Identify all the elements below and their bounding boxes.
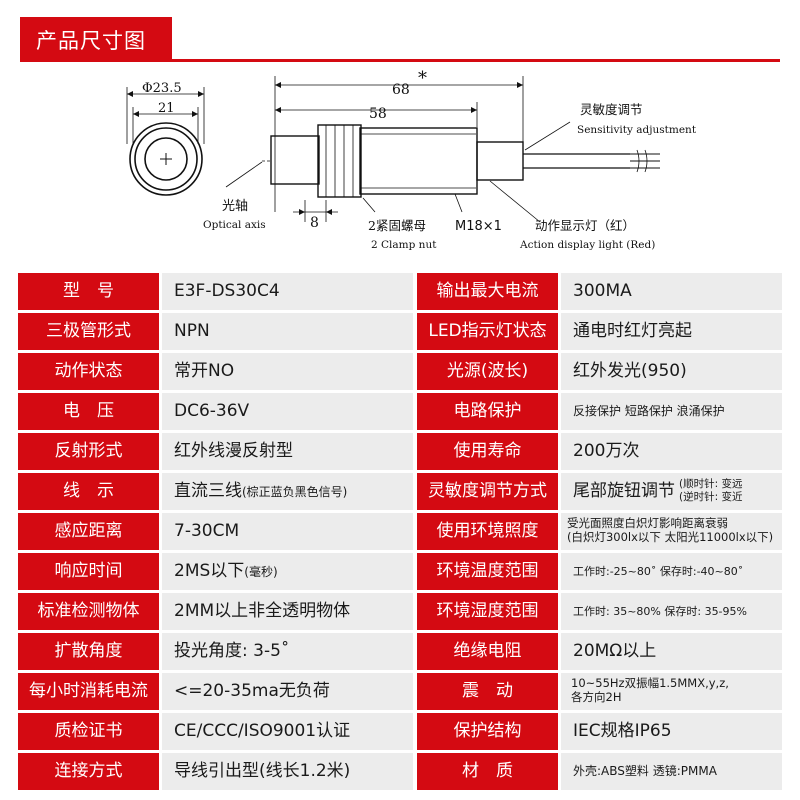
- optical-axis-en: Optical axis: [203, 219, 266, 231]
- spec-label: 环境温度范围: [417, 553, 558, 590]
- dim-phi-label: Φ23.5: [142, 81, 182, 96]
- dim-8-label: 8: [310, 215, 319, 231]
- spec-label: 三极管形式: [18, 313, 159, 350]
- dim-68-star: *: [418, 68, 427, 89]
- spec-label: LED指示灯状态: [417, 313, 558, 350]
- spec-label: 每小时消耗电流: [18, 673, 159, 710]
- clamp-nut-cn: 2紧固螺母: [368, 218, 426, 233]
- spec-row: 动作状态 常开NO 光源(波长) 红外发光(950): [18, 353, 782, 390]
- spec-label: 动作状态: [18, 353, 159, 390]
- spec-value: 300MA: [561, 273, 782, 310]
- spec-row: 电 压 DC6-36V 电路保护 反接保护 短路保护 浪涌保护: [18, 393, 782, 430]
- spec-label: 使用环境照度: [417, 513, 558, 550]
- dimension-diagram: Φ23.5 21 68: [0, 62, 800, 262]
- spec-row: 扩散角度 投光角度: 3-5˚ 绝缘电阻 20MΩ以上: [18, 633, 782, 670]
- spec-label: 电 压: [18, 393, 159, 430]
- spec-label: 使用寿命: [417, 433, 558, 470]
- spec-row: 连接方式 导线引出型(线长1.2米) 材 质 外壳:ABS塑料 透镜:PMMA: [18, 753, 782, 790]
- spec-value: <=20-35ma无负荷: [162, 673, 413, 710]
- spec-value-main: 直流三线: [174, 481, 242, 501]
- title-underline: [20, 59, 780, 62]
- spec-row: 型 号 E3F-DS30C4 输出最大电流 300MA: [18, 273, 782, 310]
- spec-label: 输出最大电流: [417, 273, 558, 310]
- spec-value-line: 各方向2H: [571, 690, 622, 704]
- spec-label: 型 号: [18, 273, 159, 310]
- spec-note-line: (顺时针: 变远: [679, 478, 743, 490]
- spec-value: IEC规格IP65: [561, 713, 782, 750]
- spec-label: 灵敏度调节方式: [417, 473, 558, 510]
- spec-label: 线 示: [18, 473, 159, 510]
- spec-label: 材 质: [417, 753, 558, 790]
- thread-label: M18×1: [455, 219, 502, 234]
- spec-row: 每小时消耗电流 <=20-35ma无负荷 震 动 10~55Hz双振幅1.5MM…: [18, 673, 782, 710]
- spec-value-note: (毫秒): [244, 565, 278, 579]
- spec-value-line: 10~55Hz双振幅1.5MMX,y,z,: [571, 676, 729, 690]
- spec-value: 20MΩ以上: [561, 633, 782, 670]
- spec-value: 尾部旋钮调节(顺时针: 变远(逆时针: 变近: [561, 473, 782, 510]
- spec-row: 标准检测物体 2MM以上非全透明物体 环境湿度范围 工作时: 35~80% 保存…: [18, 593, 782, 630]
- spec-value: 10~55Hz双振幅1.5MMX,y,z, 各方向2H: [561, 673, 782, 710]
- spec-label: 环境湿度范围: [417, 593, 558, 630]
- spec-row: 质检证书 CE/CCC/ISO9001认证 保护结构 IEC规格IP65: [18, 713, 782, 750]
- spec-value: 导线引出型(线长1.2米): [162, 753, 413, 790]
- front-view: [126, 87, 205, 196]
- spec-value: 常开NO: [162, 353, 413, 390]
- spec-label: 震 动: [417, 673, 558, 710]
- spec-value: 反接保护 短路保护 浪涌保护: [561, 393, 782, 430]
- spec-label: 扩散角度: [18, 633, 159, 670]
- dim-68-label: 68: [392, 82, 410, 98]
- action-light-cn: 动作显示灯（红）: [535, 218, 635, 233]
- sensitivity-cn: 灵敏度调节: [580, 102, 643, 117]
- spec-value-note: (顺时针: 变远(逆时针: 变近: [679, 478, 742, 504]
- spec-row: 感应距离 7-30CM 使用环境照度 受光面照度白炽灯影响距离衰弱 (白炽灯30…: [18, 513, 782, 550]
- spec-label: 保护结构: [417, 713, 558, 750]
- spec-label: 电路保护: [417, 393, 558, 430]
- spec-value: E3F-DS30C4: [162, 273, 413, 310]
- spec-value: 投光角度: 3-5˚: [162, 633, 413, 670]
- spec-label: 绝缘电阻: [417, 633, 558, 670]
- spec-value: DC6-36V: [162, 393, 413, 430]
- section-title-bar: 产品尺寸图: [20, 17, 172, 61]
- clamp-nut-en: 2 Clamp nut: [371, 239, 437, 251]
- spec-note-line: (逆时针: 变近: [679, 491, 743, 503]
- spec-value: CE/CCC/ISO9001认证: [162, 713, 413, 750]
- spec-value: 2MS以下(毫秒): [162, 553, 413, 590]
- spec-value-main: 尾部旋钮调节: [573, 481, 675, 501]
- spec-label: 标准检测物体: [18, 593, 159, 630]
- spec-row: 响应时间 2MS以下(毫秒) 环境温度范围 工作时:-25~80˚ 保存时:-4…: [18, 553, 782, 590]
- spec-row: 线 示 直流三线(棕正蓝负黑色信号) 灵敏度调节方式 尾部旋钮调节(顺时针: 变…: [18, 473, 782, 510]
- spec-value: 红外线漫反射型: [162, 433, 413, 470]
- action-light-en: Action display light (Red): [519, 239, 655, 251]
- spec-label: 反射形式: [18, 433, 159, 470]
- spec-value: 通电时红灯亮起: [561, 313, 782, 350]
- spec-label: 连接方式: [18, 753, 159, 790]
- spec-value: 外壳:ABS塑料 透镜:PMMA: [561, 753, 782, 790]
- spec-value-line: 受光面照度白炽灯影响距离衰弱: [567, 516, 728, 530]
- spec-label: 质检证书: [18, 713, 159, 750]
- sensitivity-en: Sensitivity adjustment: [577, 124, 697, 136]
- side-view: [225, 76, 660, 223]
- spec-label: 光源(波长): [417, 353, 558, 390]
- spec-value-note: (棕正蓝负黑色信号): [242, 485, 348, 499]
- spec-value: 直流三线(棕正蓝负黑色信号): [162, 473, 413, 510]
- spec-row: 三极管形式 NPN LED指示灯状态 通电时红灯亮起: [18, 313, 782, 350]
- spec-value: 工作时: 35~80% 保存时: 35-95%: [561, 593, 782, 630]
- spec-value: 200万次: [561, 433, 782, 470]
- spec-value: 红外发光(950): [561, 353, 782, 390]
- dim-58-label: 58: [369, 106, 387, 122]
- dim-21-label: 21: [158, 101, 175, 116]
- spec-value: NPN: [162, 313, 413, 350]
- spec-value: 2MM以上非全透明物体: [162, 593, 413, 630]
- spec-value-main: 2MS以下: [174, 561, 245, 581]
- spec-value: 7-30CM: [162, 513, 413, 550]
- optical-axis-cn: 光轴: [222, 199, 248, 214]
- spec-label: 响应时间: [18, 553, 159, 590]
- spec-label: 感应距离: [18, 513, 159, 550]
- spec-value-line: (白炽灯300lx以下 太阳光11000lx以下): [567, 530, 774, 544]
- spec-value: 工作时:-25~80˚ 保存时:-40~80˚: [561, 553, 782, 590]
- spec-row: 反射形式 红外线漫反射型 使用寿命 200万次: [18, 433, 782, 470]
- section-title: 产品尺寸图: [36, 29, 146, 53]
- spec-value: 受光面照度白炽灯影响距离衰弱 (白炽灯300lx以下 太阳光11000lx以下): [561, 513, 782, 550]
